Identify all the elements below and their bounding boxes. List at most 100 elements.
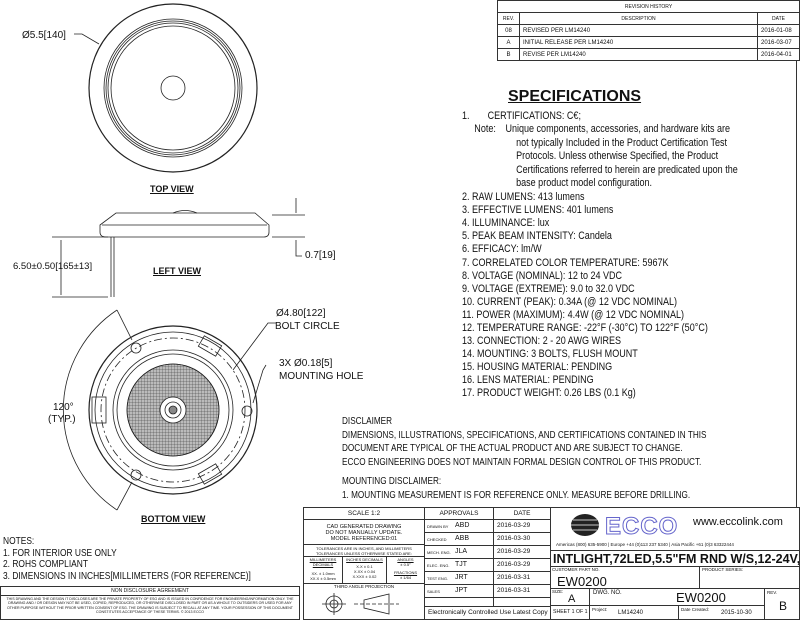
note-label: Note: [474, 123, 496, 136]
rev-box: REV.B [764, 588, 800, 620]
approval-row: MECH. ENG. JLA [424, 545, 494, 559]
mounting-disclaimer-line: 1. MOUNTING MEASUREMENT IS FOR REFERENCE… [342, 488, 691, 501]
size-value: A [568, 593, 576, 605]
third-angle-projection-icon [322, 593, 399, 615]
project-box: Project:LM14240 [589, 605, 679, 620]
col-description: DESCRIPTION [519, 12, 758, 25]
approval-role: DRAWN BY [427, 524, 449, 529]
ecco-logo: ECCO [571, 513, 678, 538]
note-item: 3. DIMENSIONS IN INCHES[MILLIMETERS (FOR… [3, 569, 251, 582]
mounting-disclaimer-title: MOUNTING DISCLAIMER: [342, 475, 442, 487]
date-created-box: Date Created:2015-10-30 [678, 605, 765, 620]
approval-name: ABB [455, 535, 470, 542]
bottom-view-drawing [62, 309, 276, 511]
approval-date: 2016-03-31 [493, 584, 551, 598]
spec-item: 13. CONNECTION: 2 - 20 AWG WIRES [462, 335, 622, 348]
angle-note: (TYP.) [48, 414, 76, 425]
spec-item: 12. TEMPERATURE RANGE: -22°F (-30°C) TO … [462, 322, 708, 334]
spec-item: 14. MOUNTING: 3 BOLTS, FLUSH MOUNT [462, 348, 638, 361]
approval-role: CHECKED [427, 537, 447, 542]
date-created: 2015-10-30 [721, 610, 752, 616]
approval-role: ELEC. ENG. [427, 563, 450, 568]
revision-history-title: REVISION HISTORY [497, 0, 800, 13]
spec-item: 11. POWER (MAXIMUM): 4.4W (@ 12 VDC NOMI… [462, 308, 684, 321]
approval-date: 2016-03-30 [493, 532, 551, 546]
spec-item: 16. LENS MATERIAL: PENDING [462, 374, 594, 387]
top-view-drawing [74, 3, 258, 173]
spec-item: 4. ILLUMINANCE: lux [462, 217, 550, 230]
specifications-title: SPECIFICATIONS [508, 88, 642, 105]
bolt-circle-label: BOLT CIRCLE [275, 321, 340, 332]
spec-item: 3. EFFECTIVE LUMENS: 401 lumens [462, 204, 614, 217]
mounting-hole-dimension: 3X Ø0.18[5] [279, 358, 333, 369]
spec-item: 10. CURRENT (PEAK): 0.34A (@ 12 VDC NOMI… [462, 295, 678, 308]
size-box: SIZE:A [550, 588, 590, 606]
disclaimer-title: DISCLAIMER [342, 415, 393, 427]
spec-number: 1. [462, 110, 470, 122]
tolerance-angles: ANGLES± 0.5°FRACTIONS± 1/64 [386, 556, 425, 584]
certification-note: Unique components, accessories, and hard… [505, 123, 738, 190]
left-view-drawing [52, 198, 305, 298]
approval-name: JLA [455, 548, 468, 555]
sheet-number: SHEET 1 OF 1 [550, 605, 590, 620]
approval-row: SALES JPT [424, 584, 494, 598]
controlled-copy-note: Electronically Controlled Use Latest Cop… [424, 606, 551, 620]
logo-box: ECCO www.eccolink.com Americas (800) 635… [550, 507, 800, 551]
bottom-view-label: BOTTOM VIEW [141, 514, 206, 524]
approval-row: ELEC. ENG.TJT [424, 558, 494, 572]
approval-date: 2016-03-31 [493, 571, 551, 585]
height-dimension: 6.50±0.50[165±13] [13, 261, 93, 272]
drawing-number: EW0200 [676, 590, 726, 605]
revision-value: B [779, 599, 788, 613]
disclaimer-line: DIMENSIONS, ILLUSTRATIONS, SPECIFICATION… [342, 428, 707, 441]
disclaimer-line: ECCO ENGINEERING DOES NOT MAINTAIN FORMA… [342, 455, 702, 468]
left-view-label: LEFT VIEW [153, 266, 201, 276]
spec-item: 9. VOLTAGE (EXTREME): 9.0 to 32.0 VDC [462, 282, 635, 295]
spec-certifications: CERTIFICATIONS: C€; [487, 110, 581, 122]
disclaimer: DISCLAIMER DIMENSIONS, ILLUSTRATIONS, SP… [342, 415, 707, 502]
approval-row: TEST ENG.JRT [424, 571, 494, 585]
nda-box: NON DISCLOSURE AGREEMENT THIS DRAWING AN… [0, 586, 300, 620]
note-item: 1. FOR INTERIOR USE ONLY [3, 546, 117, 559]
spec-item: 5. PEAK BEAM INTENSITY: Candela [462, 230, 612, 243]
spec-item: 6. EFFICACY: lm/W [462, 243, 542, 256]
product-series-box: PRODUCT SERIES: [699, 566, 800, 589]
svg-text:ECCO: ECCO [605, 513, 678, 538]
specifications-list: 1. CERTIFICATIONS: C€; Note: Unique compo… [462, 110, 738, 401]
dwg-box: DWG. NO.EW0200 [589, 588, 765, 606]
spec-item: 17. PRODUCT WEIGHT: 0.26 LBS (0.1 Kg) [462, 387, 636, 400]
nda-title: NON DISCLOSURE AGREEMENT [1, 587, 299, 596]
approval-date: 2016-03-29 [493, 545, 551, 559]
approval-role: SALES [427, 589, 440, 594]
projection-box: THIRD ANGLE PROJECTION [303, 583, 425, 620]
disclaimer-line: DOCUMENT ARE TYPICAL OF THE ACTUAL PRODU… [342, 442, 683, 454]
customer-part-box: CUSTOMER PART NO.EW0200 [550, 566, 700, 589]
customer-part-number: EW0200 [557, 574, 607, 589]
approval-row: CHECKED ABB [424, 532, 494, 546]
diameter-dimension: Ø5.5[140] [22, 30, 66, 41]
projection-label: THIRD ANGLE PROJECTION [333, 584, 395, 589]
spec-item: 7. CORRELATED COLOR TEMPERATURE: 5967K [462, 256, 669, 269]
col-rev: REV. [497, 12, 520, 25]
approval-name: ABD [455, 522, 470, 529]
approval-date: 2016-03-29 [493, 558, 551, 572]
approval-date: 2016-03-29 [493, 519, 551, 533]
border-line [796, 60, 797, 507]
product-title: INTLIGHT,72LED,5.5"FM RND W/S,12-24V,WHT [550, 550, 800, 567]
notes: NOTES: 1. FOR INTERIOR USE ONLY 2. ROHS … [3, 535, 251, 582]
top-view-label: TOP VIEW [150, 184, 194, 194]
approval-role: MECH. ENG. [427, 550, 451, 555]
nda-text: THIS DRAWING AND THE DESIGN IT DISCLOSES… [6, 597, 294, 615]
mounting-hole-label: MOUNTING HOLE [279, 371, 364, 382]
spec-item: 15. HOUSING MATERIAL: PENDING [462, 361, 613, 374]
contact-phones: Americas (800) 635-5900 | Europe +44 (0)… [556, 542, 734, 547]
col-date: DATE [757, 12, 800, 25]
approval-name: JPT [455, 587, 468, 594]
website-link[interactable]: www.eccolink.com [693, 516, 783, 528]
